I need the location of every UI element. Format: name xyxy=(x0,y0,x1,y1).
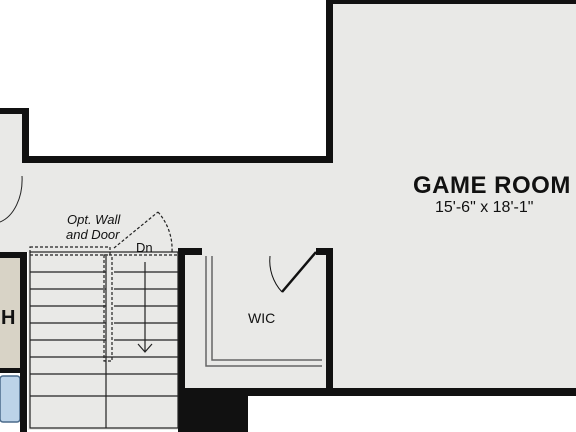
optional-wall-outline xyxy=(29,211,178,362)
wic-door xyxy=(269,251,317,293)
optional-wall-note-line2: and Door xyxy=(66,227,120,242)
tub xyxy=(0,375,21,423)
bath-label-fragment: H xyxy=(1,307,15,329)
game-room-title: GAME ROOM xyxy=(413,172,571,199)
bath-floor xyxy=(0,258,22,370)
game-room-dimensions: 15'-6" x 18'-1" xyxy=(435,199,533,216)
game-room-floor xyxy=(330,4,576,390)
optional-wall-note-line1: Opt. Wall xyxy=(67,212,121,227)
wic-label: WIC xyxy=(248,310,275,326)
wic-shelves xyxy=(205,256,322,367)
left-door-arc xyxy=(0,175,23,223)
stairs-direction-label: Dn xyxy=(136,240,153,255)
stairs xyxy=(29,251,179,429)
